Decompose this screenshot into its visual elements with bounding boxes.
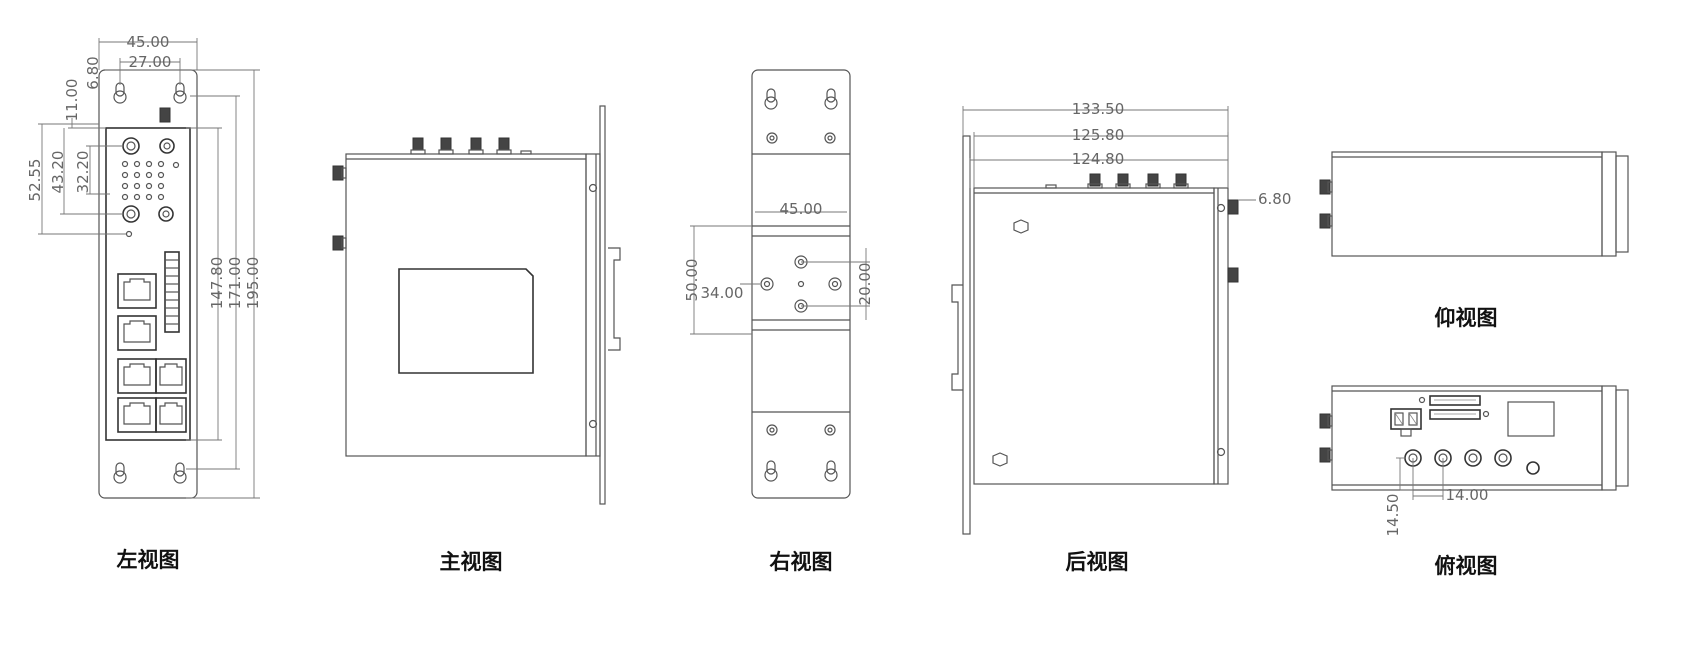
dim-right-45-00: 45.00: [780, 200, 823, 218]
left-view: 45.00 27.00 6.80 11.00 52.55 43.20 32.20…: [26, 33, 262, 499]
label-top-view: 俯视图: [1435, 554, 1498, 578]
rj45-port-f: [155, 397, 187, 433]
back-view: 133.50 125.80 124.80 6.80: [951, 100, 1291, 535]
dim-133-50: 133.50: [1072, 100, 1125, 118]
rj45-port-a: [117, 273, 157, 309]
dim-6-80: 6.80: [84, 56, 102, 89]
terminal-block: [164, 251, 180, 333]
left-dimensions: [38, 38, 260, 499]
label-window-top: [1507, 401, 1555, 437]
rj45-port-e: [117, 397, 157, 433]
dim-50-00: 50.00: [683, 259, 701, 302]
back-dimensions: [962, 106, 1256, 201]
antenna-port-3: [122, 205, 140, 223]
antenna-port-top-4: [1494, 449, 1512, 467]
din-rail-bracket: [585, 105, 621, 505]
antenna-port-4: [158, 206, 174, 222]
sim-slot-2: [1429, 409, 1481, 420]
label-right-view: 右视图: [770, 550, 833, 574]
antenna-top-2: [438, 137, 454, 155]
label-back-view: 后视图: [1066, 550, 1129, 574]
antenna-top-view-2: [1319, 447, 1333, 463]
dim-27-00: 27.00: [129, 53, 172, 71]
antenna-port-1: [122, 137, 140, 155]
dim-14-50: 14.50: [1384, 494, 1402, 537]
antenna-port-top-3: [1464, 449, 1482, 467]
antenna-top-4: [496, 137, 512, 155]
rj45-port-d: [155, 358, 187, 394]
antenna-bottom-2: [1319, 213, 1333, 229]
label-bottom-view: 仰视图: [1435, 306, 1498, 330]
right-view: 45.00 50.00 34.00 20.00: [683, 69, 874, 499]
label-left-view: 左视图: [117, 548, 180, 572]
dim-20-00: 20.00: [856, 263, 874, 306]
keyhole-right-top-left: [764, 88, 778, 110]
antenna-back-3: [1145, 173, 1161, 189]
keyhole-top-right: [173, 82, 187, 104]
dim-171-00: 171.00: [226, 257, 244, 310]
antenna-back-4: [1173, 173, 1189, 189]
dim-45-00: 45.00: [127, 33, 170, 51]
antenna-bottom-1: [1319, 179, 1333, 195]
dim-32-20: 32.20: [74, 151, 92, 194]
right-dimensions: [690, 211, 870, 335]
antenna-top-3: [468, 137, 484, 155]
dim-147-80: 147.80: [208, 257, 226, 310]
top-dimensions: [1396, 457, 1444, 500]
antenna-top-1: [410, 137, 426, 155]
keyhole-bottom-right: [173, 462, 187, 484]
keyhole-bottom-left: [113, 462, 127, 484]
sim-slot-1: [1429, 395, 1481, 406]
antenna-top-view-1: [1319, 413, 1333, 429]
power-connector: [1390, 408, 1422, 437]
dim-34-00: 34.00: [701, 284, 744, 302]
label-main-view: 主视图: [440, 550, 503, 574]
dim-43-20: 43.20: [49, 151, 67, 194]
antenna-port-2: [159, 138, 175, 154]
rj45-port-c: [117, 358, 157, 394]
antenna-left-2: [332, 235, 347, 251]
dim-14-00: 14.00: [1446, 486, 1489, 504]
rj45-port-b: [117, 315, 157, 351]
dim-124-80: 124.80: [1072, 150, 1125, 168]
keyhole-right-top-right: [824, 88, 838, 110]
keyhole-top-left: [113, 82, 127, 104]
top-view: 14.50 14.00: [1319, 385, 1629, 537]
label-window: [398, 268, 534, 374]
dim-52-55: 52.55: [26, 159, 44, 202]
antenna-back-side-1: [1227, 199, 1239, 215]
dim-125-80: 125.80: [1072, 126, 1125, 144]
antenna-left-1: [332, 165, 347, 181]
antenna-back-side-2: [1227, 267, 1239, 283]
antenna-back-2: [1115, 173, 1131, 189]
antenna-back-1: [1087, 173, 1103, 189]
dim-back-6-80: 6.80: [1258, 190, 1291, 208]
keyhole-right-bottom-left: [764, 460, 778, 482]
bottom-view: [1319, 151, 1629, 257]
led-indicator-grid: [121, 160, 165, 201]
dim-195-00: 195.00: [244, 257, 262, 310]
main-view: [332, 105, 621, 505]
keyhole-right-bottom-right: [824, 460, 838, 482]
dim-11-00: 11.00: [63, 79, 81, 122]
